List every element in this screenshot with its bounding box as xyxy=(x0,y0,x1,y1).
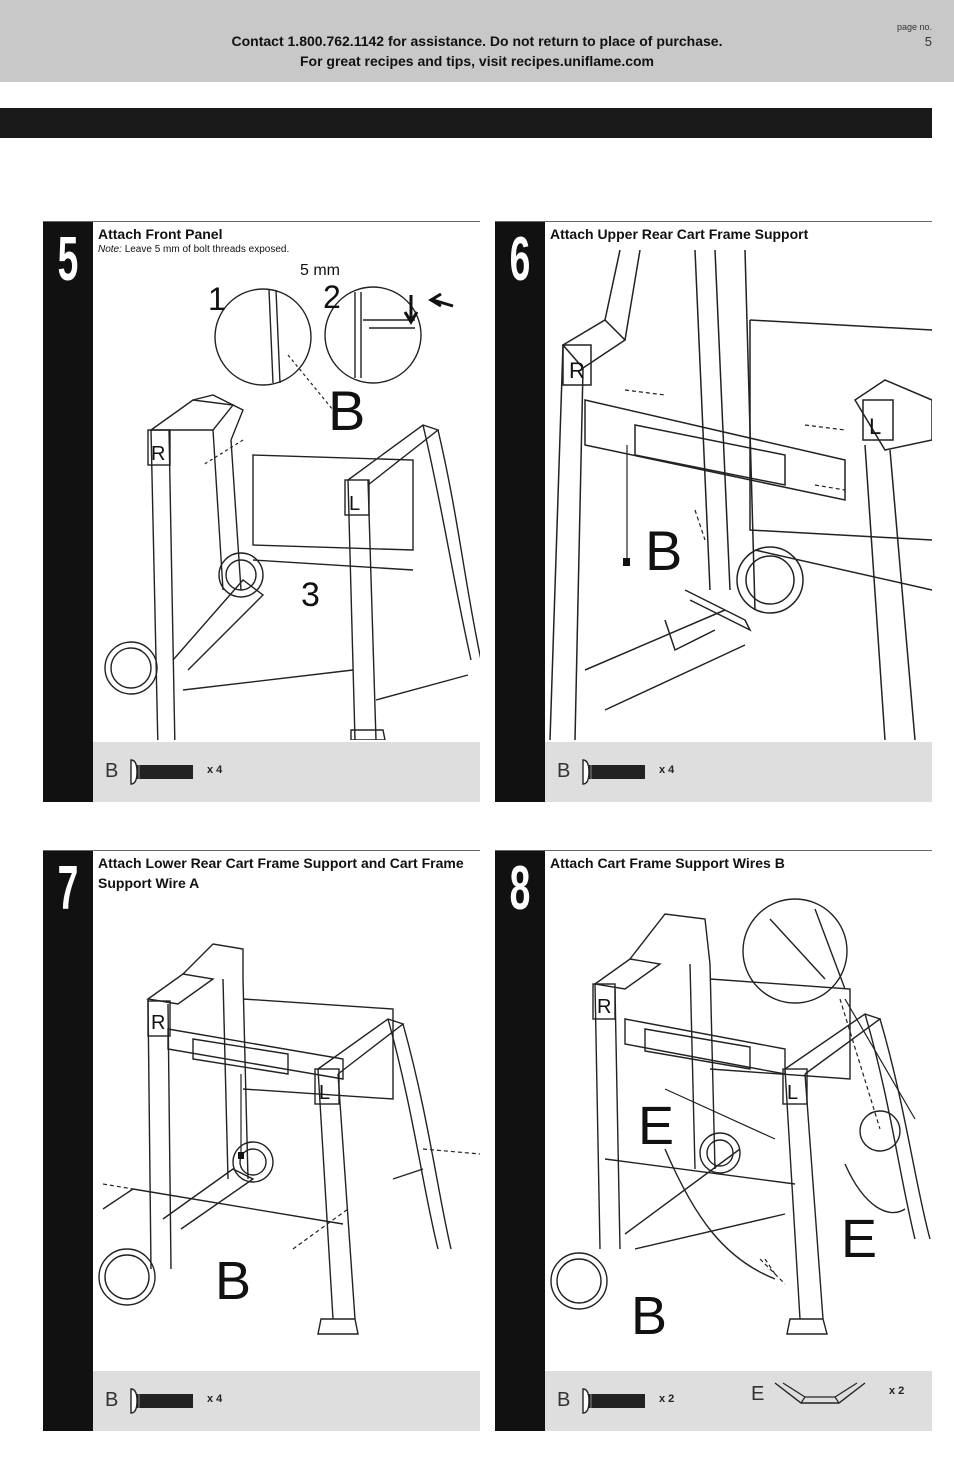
hardware-letter-e: E xyxy=(751,1383,765,1405)
right-plate-label: R xyxy=(597,996,611,1018)
note-label: Note: xyxy=(98,244,122,255)
left-plate-label: L xyxy=(787,1082,798,1104)
bolt-icon xyxy=(582,759,645,785)
hardware-bar: B x 4 xyxy=(93,742,480,802)
step-7-panel: 7 Attach Lower Rear Cart Frame Support a… xyxy=(43,850,480,1431)
callout-e-lower: E xyxy=(841,1209,877,1269)
hardware-bar: B x 2 E x 2 xyxy=(545,1371,932,1431)
callout-b: B xyxy=(328,379,365,442)
hardware-qty: x 4 xyxy=(207,764,223,776)
page-header: Contact 1.800.762.1142 for assistance. D… xyxy=(0,0,954,82)
right-plate-label: R xyxy=(151,443,165,465)
left-plate-label: L xyxy=(319,1082,330,1104)
page-number: 5 xyxy=(924,34,932,49)
recipes-line: For great recipes and tips, visit recipe… xyxy=(299,53,654,69)
upper-support-illustration: B R L xyxy=(549,250,932,740)
support-wires-illustration: E E B R L xyxy=(550,898,931,1346)
callout-b: B xyxy=(215,1251,251,1311)
callout-1: 1 xyxy=(208,281,226,317)
step-number-strip: 5 xyxy=(43,222,93,802)
front-panel-illustration: 1 2 5 mm B 3 R L xyxy=(104,262,480,740)
note-text: Leave 5 mm of bolt threads exposed. xyxy=(124,244,290,255)
step-8-panel: 8 Attach Cart Frame Support Wires B xyxy=(495,850,932,1431)
step-number-strip: 7 xyxy=(43,851,93,1431)
hardware-letter-b: B xyxy=(557,1389,571,1411)
hardware-qty: x 4 xyxy=(207,1393,223,1405)
lower-support-illustration: B R L xyxy=(98,943,480,1335)
step-title: Attach Lower Rear Cart Frame Support and… xyxy=(98,855,464,891)
hardware-qty-e: x 2 xyxy=(889,1385,905,1397)
callout-b: B xyxy=(631,1286,667,1346)
callout-b: B xyxy=(645,519,682,582)
step-number: 5 xyxy=(57,225,79,294)
bolt-icon xyxy=(582,1388,645,1414)
hardware-letter: B xyxy=(557,760,571,782)
callout-e-upper: E xyxy=(638,1096,674,1156)
bolt-icon xyxy=(130,759,193,785)
measurement-label: 5 mm xyxy=(300,262,340,279)
hardware-qty-b: x 2 xyxy=(659,1393,675,1405)
left-plate-label: L xyxy=(349,493,360,515)
hardware-bar: B x 4 xyxy=(545,742,932,802)
step-5-panel: 5 Attach Front Panel Note: Leave 5 mm of… xyxy=(43,221,480,802)
step-number-strip: 6 xyxy=(495,222,545,802)
section-bar xyxy=(0,108,932,138)
page-number-label: page no. xyxy=(896,22,932,32)
step-note: Note: Leave 5 mm of bolt threads exposed… xyxy=(98,244,289,255)
step-title: Attach Upper Rear Cart Frame Support xyxy=(550,226,809,242)
step-title: Attach Cart Frame Support Wires B xyxy=(550,855,785,871)
right-plate-label: R xyxy=(569,358,585,383)
callout-2: 2 xyxy=(323,279,341,315)
step-6-panel: 6 Attach Upper Rear Cart Frame Support xyxy=(495,221,932,802)
hardware-bar: B x 4 xyxy=(93,1371,480,1431)
step-number: 6 xyxy=(509,225,531,294)
step-number: 8 xyxy=(509,854,531,923)
wire-bracket-icon xyxy=(774,1382,866,1404)
hardware-letter: B xyxy=(105,760,119,782)
left-plate-label: L xyxy=(869,414,881,439)
step-title: Attach Front Panel xyxy=(98,226,223,242)
hardware-letter: B xyxy=(105,1389,119,1411)
right-plate-label: R xyxy=(151,1012,165,1034)
assistance-line: Contact 1.800.762.1142 for assistance. D… xyxy=(231,33,723,49)
step-number: 7 xyxy=(57,854,79,923)
hardware-qty: x 4 xyxy=(659,764,675,776)
step-number-strip: 8 xyxy=(495,851,545,1431)
bolt-icon xyxy=(130,1388,193,1414)
callout-3: 3 xyxy=(301,576,320,614)
